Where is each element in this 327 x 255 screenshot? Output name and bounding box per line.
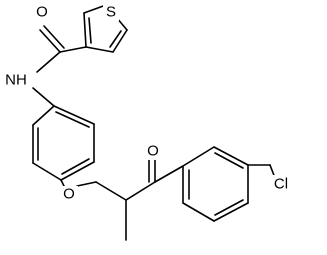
ether-propanone-linker: [60, 159, 184, 241]
amide-linker: [36, 25, 87, 73]
atom-labels: O S NH O O Cl: [2, 1, 294, 204]
carbonyl-oxygen-label: O: [36, 4, 48, 21]
central-benzene-ring: [32, 87, 95, 181]
ketone-oxygen-label: O: [147, 143, 159, 160]
chlorophenyl-ring: [182, 146, 276, 222]
chlorine-label: Cl: [274, 176, 288, 193]
ether-oxygen-label: O: [63, 186, 75, 203]
sulfur-label: S: [106, 4, 116, 21]
amide-nitrogen-label: NH: [5, 72, 27, 89]
